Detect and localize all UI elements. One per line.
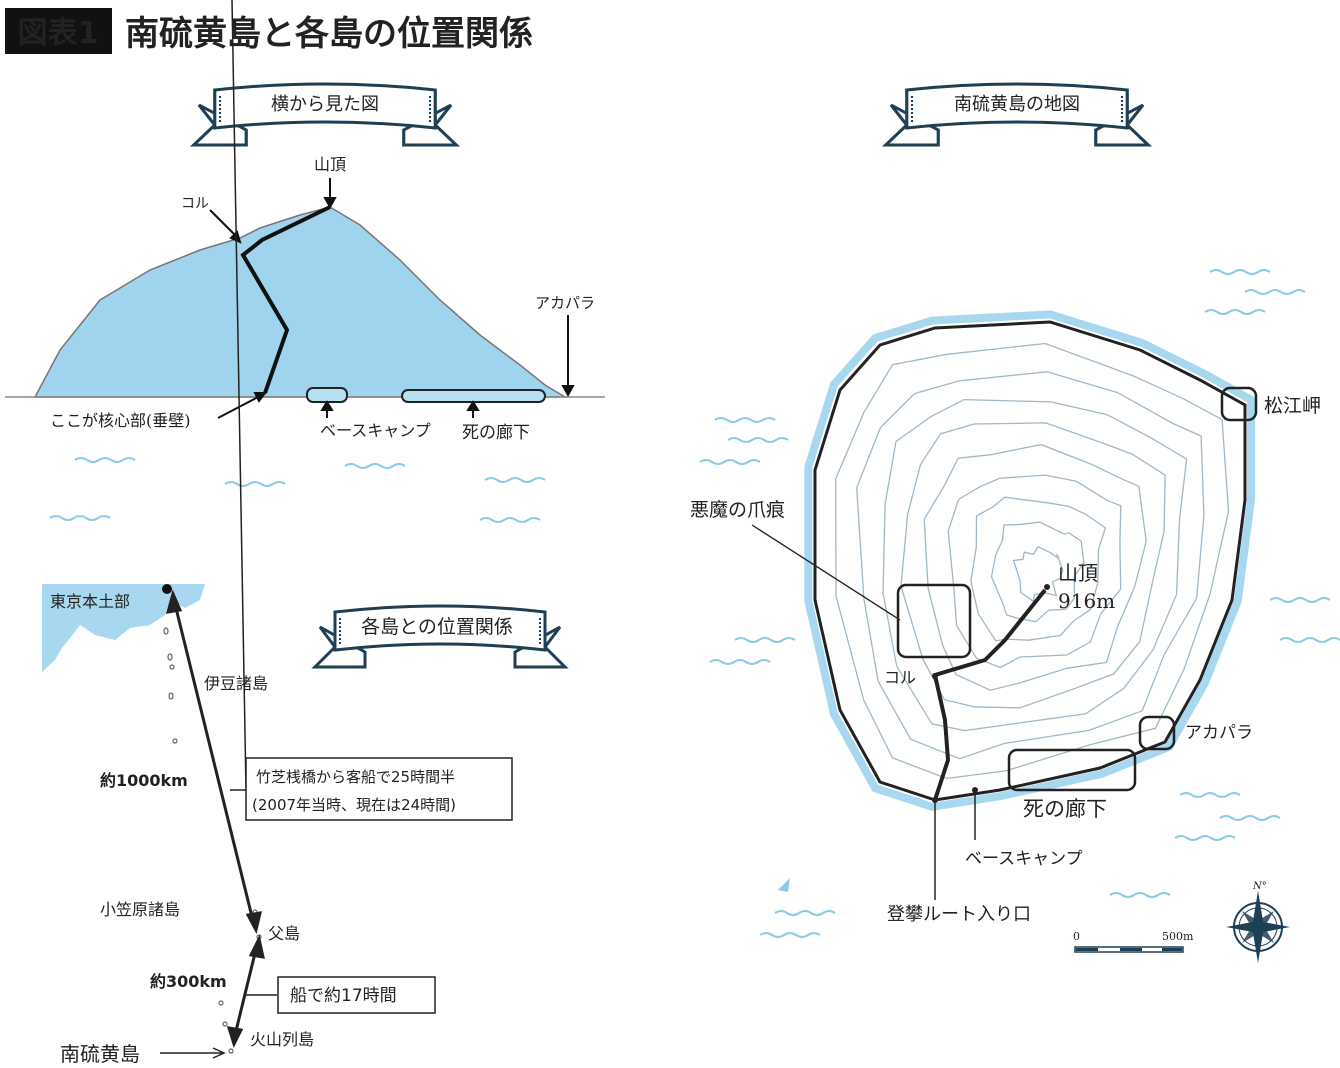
contour-line <box>882 398 1188 732</box>
scale-end: 500m <box>1162 930 1194 943</box>
label-claw: 悪魔の爪痕 <box>690 499 785 521</box>
label-akapara: アカパラ <box>535 294 595 312</box>
ribbon-island-map-label: 南硫黄島の地図 <box>954 94 1080 115</box>
tokyo-mainland <box>42 584 205 672</box>
contour-line <box>990 521 1085 623</box>
contour-line <box>835 342 1230 780</box>
label-island-death-corridor: 死の廊下 <box>1023 797 1107 821</box>
compass-rose-icon: N° <box>1226 881 1290 963</box>
label-minami-iwo: 南硫黄島 <box>60 1042 140 1066</box>
mountain-silhouette <box>33 206 568 398</box>
claw-leader <box>751 524 901 621</box>
contour-line <box>947 474 1122 669</box>
coastline <box>813 320 1247 802</box>
label-ogasawara: 小笠原諸島 <box>100 900 180 919</box>
note2-text: 船で約17時間 <box>290 986 397 1006</box>
page-title: 南硫黄島と各島の位置関係 <box>125 14 533 54</box>
label-summit: 山頂 <box>314 155 346 174</box>
label-distance2: 約300km <box>150 972 227 991</box>
note2-box <box>277 976 436 1014</box>
side-view-waves <box>49 457 546 523</box>
label-island-base-camp: ベースキャンプ <box>965 849 1083 869</box>
label-chichijima: 父島 <box>268 924 300 943</box>
label-route-entry: 登攀ルート入り口 <box>887 904 1031 925</box>
shore-halo <box>804 310 1256 811</box>
label-crux: ここが核心部(垂壁) <box>50 411 191 430</box>
contour-line <box>923 443 1147 691</box>
ribbon-position-label: 各島との位置関係 <box>361 616 513 638</box>
contour-line <box>856 371 1205 760</box>
death-corridor-marker <box>401 389 546 403</box>
shark-fin-icon <box>778 878 790 892</box>
title-badge-text: 図表1 <box>18 16 99 51</box>
label-death-corridor: 死の廊下 <box>462 423 530 443</box>
death-corridor-box <box>1007 748 1137 792</box>
label-tokyo: 東京本土部 <box>50 592 130 611</box>
ribbon-side-view-label: 横から見た図 <box>271 94 379 115</box>
scale-bar: 0 500m <box>1073 930 1194 953</box>
label-elevation: 916m <box>1058 589 1115 613</box>
claw-marker <box>896 583 972 659</box>
label-base-camp: ベースキャンプ <box>320 421 431 440</box>
note1-line2: (2007年当時、現在は24時間) <box>252 796 456 814</box>
label-island-summit: 山頂 <box>1058 561 1098 585</box>
title-badge <box>5 8 112 54</box>
small-islands <box>163 627 262 1054</box>
label-island-akapara: アカパラ <box>1185 723 1253 743</box>
scale-start: 0 <box>1073 930 1080 943</box>
label-island-col: コル <box>884 668 916 687</box>
label-col: コル <box>181 196 209 212</box>
side-view-arrows <box>209 178 575 419</box>
label-kazan: 火山列島 <box>250 1030 314 1049</box>
contour-line <box>970 496 1107 642</box>
akapara-marker <box>1138 715 1176 751</box>
matsue-marker <box>1220 386 1258 422</box>
distance-arrows <box>165 589 265 1048</box>
climbing-route <box>240 205 331 394</box>
compass-north: N° <box>1252 881 1267 892</box>
base-camp-marker <box>306 387 348 403</box>
note1-box <box>245 757 513 821</box>
label-matsue: 松江岬 <box>1264 395 1321 417</box>
tokyo-point <box>162 584 172 594</box>
contour-line <box>900 422 1166 709</box>
label-izu: 伊豆諸島 <box>204 674 268 693</box>
note1-line1: 竹芝桟橋から客船で25時間半 <box>256 768 455 786</box>
label-distance1: 約1000km <box>100 771 188 790</box>
island-outline <box>804 310 1256 811</box>
